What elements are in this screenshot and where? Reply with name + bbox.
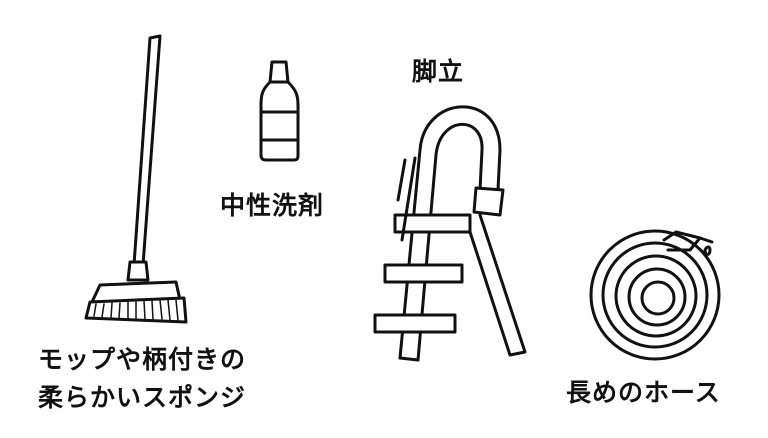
ladder-label: 脚立	[412, 57, 465, 86]
detergent-bottle-icon	[259, 60, 300, 162]
hose-icon	[589, 229, 721, 361]
detergent-label: 中性洗剤	[220, 191, 325, 220]
hose-label: 長めのホース	[566, 378, 721, 407]
stepladder-icon	[373, 105, 527, 362]
mop-label-line2: 柔らかいスポンジ	[38, 383, 247, 412]
mop-label-line1: モップや柄付きの	[38, 345, 247, 374]
mop-icon	[84, 34, 188, 324]
